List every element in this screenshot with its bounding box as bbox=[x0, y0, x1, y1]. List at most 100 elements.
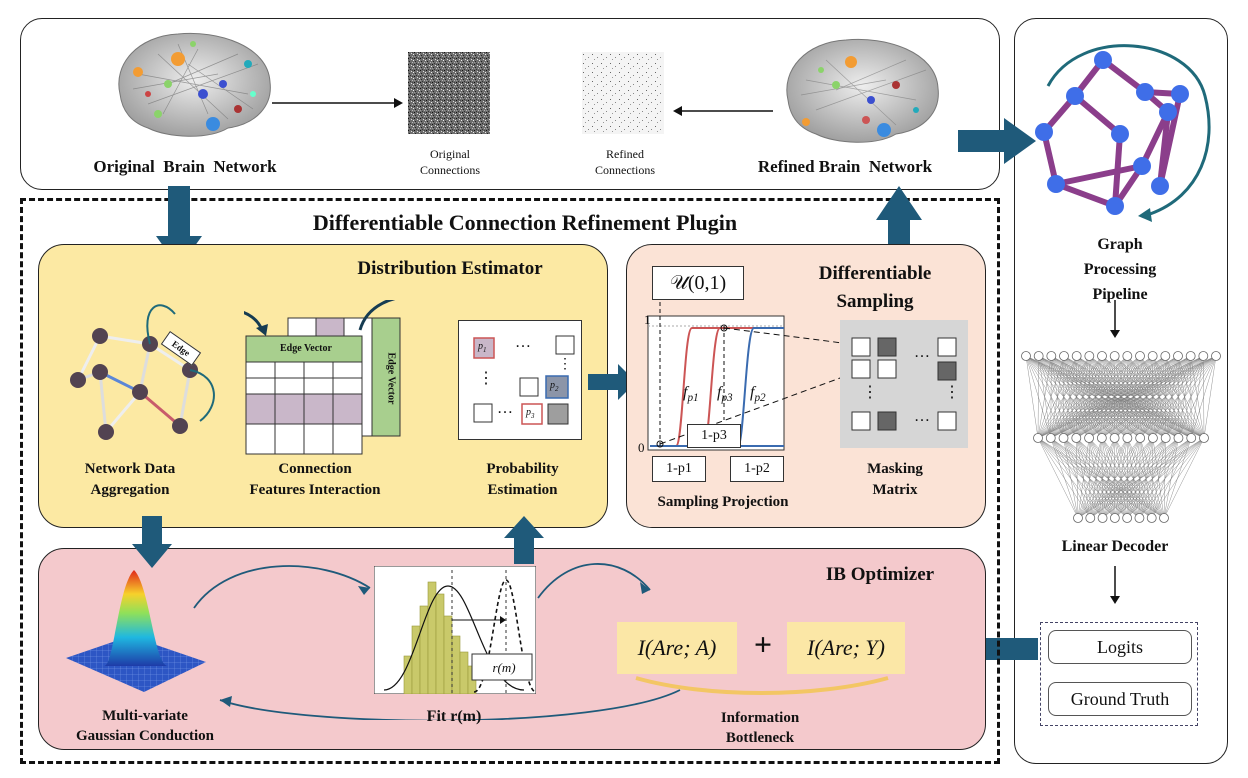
original-network-label: Original Brain Network bbox=[93, 157, 277, 176]
decoder-node bbox=[1173, 433, 1184, 443]
cell-p3-label: p3 bbox=[526, 407, 535, 420]
edge-vector-vertical-label: Edge Vector bbox=[385, 352, 397, 405]
decoder-node bbox=[1097, 351, 1107, 361]
arrow-estimator-to-sampling bbox=[588, 364, 636, 400]
r-m-label: r(m) bbox=[492, 660, 516, 675]
network-aggregation-label: Network Data Aggregation bbox=[84, 461, 176, 498]
right-panel bbox=[1014, 18, 1228, 764]
plot-zero-label: 0 bbox=[638, 440, 645, 455]
arrow-decoder-to-logits bbox=[1110, 566, 1120, 604]
decoder-node bbox=[1159, 513, 1169, 523]
decoder-node bbox=[1071, 433, 1082, 443]
mask-ellipsis-1: 1 bbox=[644, 312, 651, 327]
uniform-box: 𝒰(0,1) bbox=[652, 266, 744, 300]
decoder-node bbox=[1045, 433, 1056, 443]
decoder-node bbox=[1122, 433, 1133, 443]
prob-vdots-2: ⋮ bbox=[558, 357, 572, 372]
aggregation-graph bbox=[70, 304, 215, 440]
f-p2-label: fp2 bbox=[750, 384, 766, 405]
decoder-node bbox=[1097, 513, 1108, 523]
probability-estimation-label: Probability Estimation bbox=[486, 461, 559, 498]
decoder-node bbox=[1084, 351, 1095, 361]
bottleneck-arc bbox=[635, 676, 889, 695]
decoder-node bbox=[1071, 351, 1082, 361]
threshold-p1-box: 1-p1 bbox=[652, 456, 706, 482]
arrow-refined-brain-to-connections bbox=[673, 106, 773, 116]
decoder-node bbox=[1135, 351, 1145, 361]
ib-flow-arrows bbox=[193, 563, 681, 720]
decoder-node bbox=[1135, 433, 1146, 443]
decoder-node bbox=[1160, 433, 1171, 443]
decoder-node bbox=[1211, 351, 1221, 361]
distribution-estimator-title: Distribution Estimator bbox=[357, 258, 543, 279]
decoder-node bbox=[1147, 351, 1158, 361]
original-connections-label: Original Connections bbox=[420, 147, 480, 177]
arrow-refined-to-graph bbox=[958, 118, 1036, 164]
decoder-node bbox=[1033, 351, 1044, 361]
probability-cells bbox=[473, 335, 575, 425]
decoder-node bbox=[1021, 351, 1031, 361]
mask-ellipsis-b: … bbox=[914, 408, 930, 425]
refined-connections-label: Refined Connections bbox=[595, 147, 655, 177]
edge-vector-horizontal-label: Edge Vector bbox=[280, 343, 332, 354]
threshold-p2-box: 1-p2 bbox=[730, 456, 784, 482]
decoder-node bbox=[1109, 433, 1120, 443]
decoder-node bbox=[1199, 433, 1209, 443]
decoder-node bbox=[1122, 513, 1133, 523]
mask-vdots-b: ⋮ bbox=[944, 384, 960, 401]
mutual-info-term-2: I(Are; Y) bbox=[787, 622, 905, 674]
ground-truth-box: Ground Truth bbox=[1048, 682, 1192, 716]
arrow-de-to-ib bbox=[132, 516, 172, 568]
decoder-node bbox=[1073, 513, 1083, 523]
mask-ellipsis-a: … bbox=[914, 344, 930, 361]
refined-brain-image bbox=[786, 38, 939, 143]
top-panel bbox=[20, 18, 1000, 190]
decoder-node bbox=[1186, 433, 1197, 443]
refined-connections-matrix bbox=[582, 52, 664, 134]
original-connections-matrix bbox=[408, 52, 490, 134]
decoder-node bbox=[1109, 351, 1120, 361]
arrow-original-to-connections bbox=[272, 98, 403, 108]
decoder-node bbox=[1059, 351, 1069, 361]
f-p1-label: fp1 bbox=[683, 384, 699, 405]
refined-network-label: Refined Brain Network bbox=[757, 157, 933, 176]
info-bottleneck-label: Information Bottleneck bbox=[720, 710, 800, 746]
decoder-node bbox=[1198, 351, 1209, 361]
decoder-node bbox=[1160, 351, 1171, 361]
decoder-node bbox=[1146, 513, 1157, 523]
decoder-node bbox=[1148, 433, 1158, 443]
prob-vdots-1: ⋮ bbox=[478, 370, 494, 387]
cell-p1-label: p1 bbox=[478, 341, 487, 354]
connection-features-label: Connection Features Interaction bbox=[249, 461, 381, 498]
decoder-node bbox=[1122, 351, 1133, 361]
plus-sign: + bbox=[753, 626, 773, 662]
decoder-node bbox=[1173, 351, 1183, 361]
prob-ellipsis-1: … bbox=[515, 334, 531, 351]
decoder-node bbox=[1096, 433, 1107, 443]
differentiable-sampling-title: Differentiable Sampling bbox=[818, 263, 932, 312]
arrow-ib-to-probability bbox=[504, 516, 544, 564]
connection-features-tables bbox=[244, 300, 401, 455]
graph-pipeline-label: Graph Processing Pipeline bbox=[1083, 236, 1157, 303]
linear-decoder-network bbox=[1021, 351, 1221, 523]
ib-optimizer-title: IB Optimizer bbox=[825, 564, 935, 585]
mask-vdots-a: ⋮ bbox=[862, 384, 878, 401]
processing-graph bbox=[1035, 44, 1211, 222]
masking-matrix-label: Masking Matrix bbox=[867, 461, 923, 498]
fit-histogram bbox=[374, 566, 536, 694]
output-dashed-box bbox=[1040, 622, 1198, 726]
plugin-frame bbox=[20, 198, 1000, 764]
decoder-node bbox=[1033, 433, 1043, 443]
decoder-node bbox=[1046, 351, 1057, 361]
linear-decoder-label: Linear Decoder bbox=[1061, 538, 1169, 555]
decoder-node bbox=[1058, 433, 1069, 443]
mutual-info-term-1: I(Are; A) bbox=[617, 622, 737, 674]
original-brain-image bbox=[118, 32, 271, 137]
prob-ellipsis-2: … bbox=[497, 400, 513, 417]
arrow-plugin-to-refined bbox=[876, 186, 922, 270]
f-p3-label: fp3 bbox=[717, 384, 733, 405]
arrow-pipeline-to-decoder bbox=[1110, 300, 1120, 338]
fit-label: Fit r(m) bbox=[426, 708, 482, 725]
cell-p2-label: p2 bbox=[550, 380, 559, 393]
decoder-node bbox=[1109, 513, 1120, 523]
